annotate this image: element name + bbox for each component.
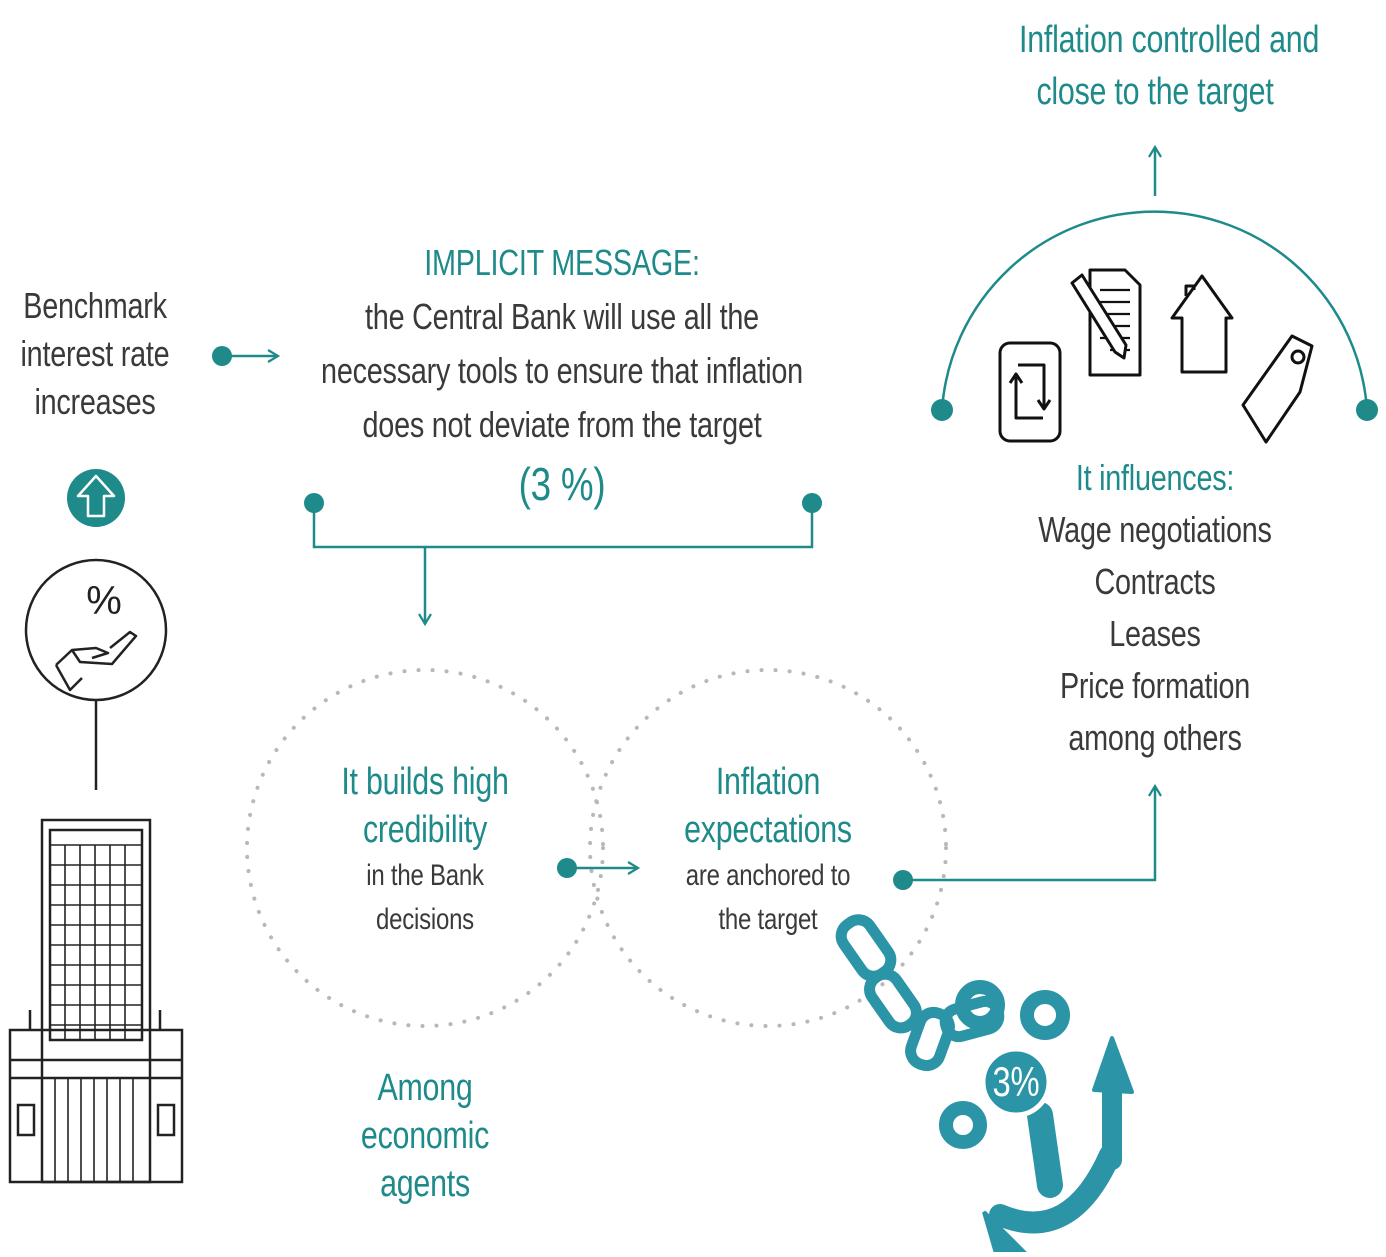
outcome-line: close to the target — [1036, 71, 1274, 113]
influence-arc — [931, 144, 1378, 421]
expectations-bold: expectations — [684, 809, 852, 851]
influences-heading: It influences: — [1075, 457, 1235, 498]
expectations-line: the target — [718, 903, 818, 936]
credibility-line: in the Bank — [366, 859, 484, 892]
benchmark-line: interest rate — [20, 333, 170, 374]
agents-line: Among — [377, 1067, 473, 1109]
agents-line: agents — [380, 1163, 470, 1205]
expectations-bold: Inflation — [715, 761, 821, 803]
credibility-bold: credibility — [362, 809, 488, 851]
influence-item: Contracts — [1094, 561, 1216, 602]
outcome-line: Inflation controlled and — [1019, 19, 1320, 61]
implicit-message: IMPLICIT MESSAGE: the Central Bank will … — [302, 236, 822, 516]
anchor-badge: 3% — [992, 1058, 1040, 1105]
arrow-expectations-to-influences — [893, 783, 1162, 890]
influences-list: It influences: Wage negotiations Contrac… — [1031, 452, 1279, 764]
influence-item: Leases — [1109, 613, 1201, 654]
implicit-line: does not deviate from the target — [362, 404, 762, 445]
refresh-icon — [998, 341, 1062, 443]
arrow-rate-to-message — [212, 346, 281, 366]
influence-item: among others — [1068, 717, 1242, 758]
arrow-credibility-to-expectations — [557, 858, 641, 878]
agents-label: Among economic agents — [337, 1064, 513, 1208]
price-tag-icon — [1241, 334, 1314, 444]
svg-text:%: % — [86, 579, 122, 623]
implicit-line: necessary tools to ensure that inflation — [321, 350, 803, 391]
implicit-line: the Central Bank will use all the — [365, 296, 759, 337]
outcome-label: Inflation controlled and close to the ta… — [1019, 14, 1320, 118]
message-bracket — [304, 493, 822, 627]
contract-pen-icon — [1070, 268, 1142, 377]
expectations-line: are anchored to — [685, 859, 851, 892]
benchmark-line: Benchmark — [23, 285, 167, 326]
benchmark-line: increases — [34, 381, 156, 422]
implicit-heading: IMPLICIT MESSAGE: — [424, 242, 700, 283]
credibility-circle — [245, 668, 605, 1028]
anchor-icon — [939, 980, 1134, 1252]
agents-line: economic — [360, 1115, 490, 1157]
credibility-bold: It builds high — [341, 761, 509, 803]
arrow-up-icon — [67, 469, 125, 527]
benchmark-label: Benchmark interest rate increases — [11, 282, 179, 426]
percent-hand-icon: % — [24, 558, 168, 790]
influence-item: Price formation — [1059, 665, 1251, 706]
bank-building-icon — [8, 818, 184, 1184]
expectations-circle — [588, 668, 948, 1028]
credibility-text: It builds high credibility in the Bank d… — [329, 758, 521, 942]
house-icon — [1170, 274, 1234, 374]
credibility-line: decisions — [376, 903, 474, 936]
influence-item: Wage negotiations — [1038, 509, 1272, 550]
expectations-text: Inflation expectations are anchored to t… — [672, 758, 864, 942]
implicit-target: (3 %) — [518, 458, 606, 510]
